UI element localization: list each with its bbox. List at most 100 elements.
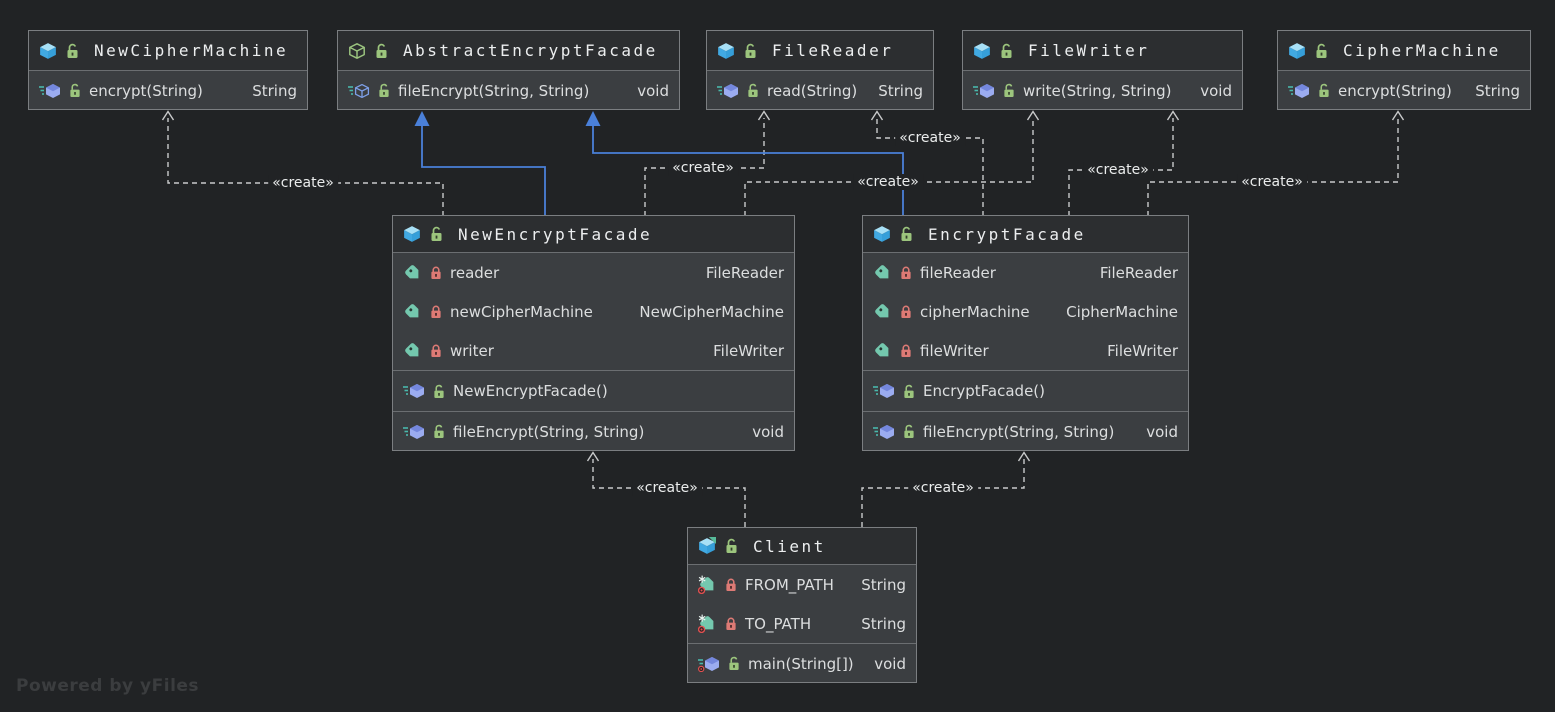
member-type: FileWriter <box>713 341 784 360</box>
edge-create-NewEncryptFacade-NewCipherMachine[interactable] <box>167 118 444 216</box>
class-header[interactable]: Client <box>688 528 916 565</box>
field-icon <box>403 263 422 282</box>
class-icon <box>873 225 891 243</box>
abstract-class-icon <box>348 42 366 60</box>
edge-create-Client-NewEncryptFacade[interactable] <box>592 459 746 527</box>
field-row[interactable]: fileWriter FileWriter <box>863 331 1188 370</box>
method-row[interactable]: main(String[]) void <box>688 644 916 683</box>
member-name: EncryptFacade() <box>923 382 1046 400</box>
method-row[interactable]: fileEncrypt(String, String)void <box>393 412 794 451</box>
lock-open-icon <box>903 384 915 399</box>
member-type: String <box>1475 81 1520 100</box>
lock-closed-icon <box>900 265 912 280</box>
member-name: fileEncrypt(String, String) <box>453 422 645 441</box>
edge-create-NewEncryptFacade-FileWriter[interactable] <box>744 118 1034 216</box>
create-stereotype-label: «create» <box>908 480 978 496</box>
create-stereotype-label: «create» <box>668 160 738 176</box>
member-name: writer <box>450 341 494 360</box>
method-row[interactable]: encrypt(String)String <box>29 71 307 110</box>
method-row[interactable]: NewEncryptFacade() <box>393 371 794 411</box>
class-header[interactable]: CipherMachine <box>1278 31 1530 71</box>
member-name: NewEncryptFacade() <box>453 382 608 400</box>
member-name: main(String[]) <box>748 654 854 673</box>
inheritance-arrowhead-icon <box>585 111 601 126</box>
edge-inheritance-EncryptFacade-AbstractEncryptFacade[interactable] <box>592 125 904 216</box>
lock-open-icon <box>66 43 79 59</box>
method-row[interactable]: encrypt(String)String <box>1278 71 1530 110</box>
method-row[interactable]: fileEncrypt(String, String)void <box>338 71 679 110</box>
class-node-ciphermachine[interactable]: CipherMachine encrypt(String)String <box>1277 30 1531 110</box>
class-node-newciphermachine[interactable]: NewCipherMachine encrypt(String)String <box>28 30 308 110</box>
class-icon <box>1288 42 1306 60</box>
edge-create-EncryptFacade-CipherMachine[interactable] <box>1147 118 1399 216</box>
class-node-filewriter[interactable]: FileWriter write(String, String) void <box>962 30 1243 110</box>
class-node-filereader[interactable]: FileReader read(String)String <box>706 30 934 110</box>
member-type: FileWriter <box>1107 341 1178 360</box>
lock-open-icon <box>433 424 445 439</box>
lock-open-icon <box>1315 43 1328 59</box>
class-header[interactable]: NewEncryptFacade <box>393 216 794 253</box>
compartment: fileEncrypt(String, String)void <box>863 411 1188 451</box>
class-header[interactable]: AbstractEncryptFacade <box>338 31 679 71</box>
member-type: void <box>1200 81 1232 100</box>
class-node-abstractencryptfacade[interactable]: AbstractEncryptFacade fileEncrypt(String… <box>337 30 680 110</box>
lock-closed-icon <box>430 265 442 280</box>
method-row[interactable]: fileEncrypt(String, String)void <box>863 412 1188 451</box>
field-icon <box>403 302 422 321</box>
field-row[interactable]: writer FileWriter <box>393 331 794 370</box>
member-name: write(String, String) <box>1023 81 1172 100</box>
class-name: NewCipherMachine <box>94 41 289 60</box>
member-type: FileReader <box>705 263 784 282</box>
edge-inheritance-NewEncryptFacade-AbstractEncryptFacade[interactable] <box>421 125 546 216</box>
class-icon <box>717 42 735 60</box>
class-name: FileWriter <box>1028 41 1150 60</box>
class-header[interactable]: FileReader <box>707 31 933 71</box>
class-name: FileReader <box>772 41 894 60</box>
field-icon <box>873 302 892 321</box>
method-icon <box>717 83 739 99</box>
create-arrowhead-icon <box>1391 110 1405 121</box>
class-header[interactable]: FileWriter <box>963 31 1242 71</box>
method-icon <box>39 83 61 99</box>
lock-open-icon <box>900 226 913 242</box>
class-header[interactable]: NewCipherMachine <box>29 31 307 71</box>
compartment: fileEncrypt(String, String)void <box>338 71 679 110</box>
member-name: read(String) <box>767 81 858 100</box>
class-header[interactable]: EncryptFacade <box>863 216 1188 253</box>
compartment: fileEncrypt(String, String)void <box>393 411 794 451</box>
method-row[interactable]: EncryptFacade() <box>863 371 1188 411</box>
lock-open-icon <box>1003 83 1015 98</box>
member-type: void <box>874 654 906 673</box>
create-arrowhead-icon <box>1166 110 1180 121</box>
member-name: encrypt(String) <box>89 81 203 100</box>
create-arrowhead-icon <box>1026 110 1040 121</box>
create-arrowhead-icon <box>757 110 771 121</box>
method-icon <box>873 424 895 440</box>
method-row[interactable]: read(String)String <box>707 71 933 110</box>
member-name: newCipherMachine <box>450 302 593 321</box>
method-row[interactable]: write(String, String) void <box>963 71 1242 110</box>
edge-create-EncryptFacade-FileWriter[interactable] <box>1068 118 1174 216</box>
field-icon <box>873 341 892 360</box>
compartment: encrypt(String)String <box>29 71 307 110</box>
create-arrowhead-icon <box>1017 451 1031 462</box>
member-name: fileWriter <box>920 341 989 360</box>
lock-open-icon <box>433 384 445 399</box>
edge-create-NewEncryptFacade-FileReader[interactable] <box>644 118 765 216</box>
compartment: EncryptFacade() <box>863 370 1188 411</box>
runnable-class-icon <box>698 537 716 555</box>
compartment: NewEncryptFacade() <box>393 370 794 411</box>
member-type: CipherMachine <box>1066 302 1178 321</box>
